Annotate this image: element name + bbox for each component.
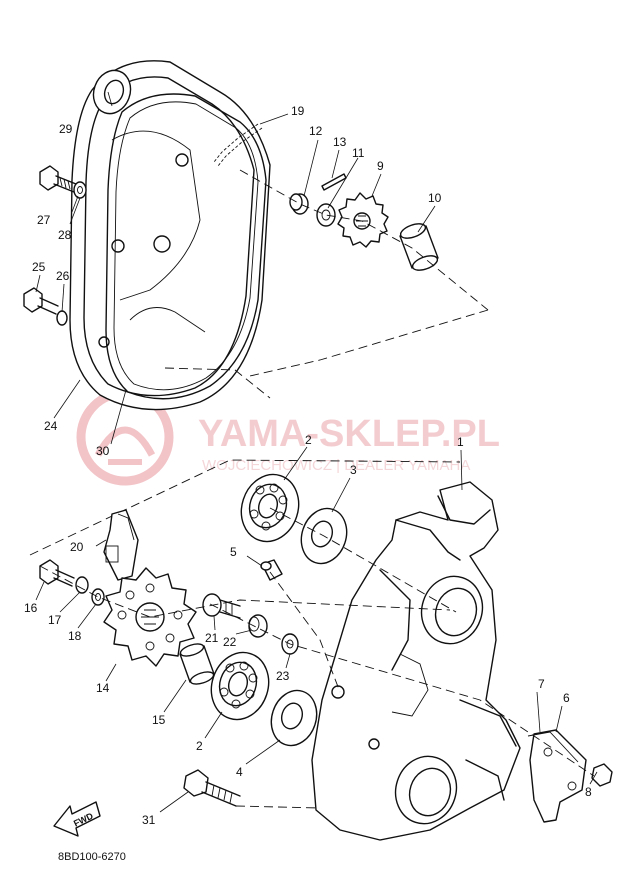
spacer-15 bbox=[179, 643, 215, 685]
bolt-16 bbox=[39, 559, 75, 587]
bolt-27 bbox=[39, 165, 77, 193]
watermark: YAMA-SKLEP.PL WOJCIECHOWICZ | DEALER YAM… bbox=[76, 388, 500, 486]
oil-seal-4 bbox=[270, 689, 318, 747]
bolt-25 bbox=[23, 287, 59, 315]
chain-case-1 bbox=[311, 481, 521, 841]
watermark-title: YAMA-SKLEP.PL bbox=[198, 413, 500, 455]
gasket-7 bbox=[527, 731, 579, 763]
callout-2-lower: 2 bbox=[196, 739, 203, 753]
cotter-pin-13 bbox=[321, 173, 347, 191]
centerline-lower-4 bbox=[235, 805, 321, 809]
callout-2-upper: 2 bbox=[305, 433, 312, 447]
callout-labels: 1 2 2 3 4 5 6 7 8 9 10 11 12 13 14 15 16… bbox=[24, 104, 592, 827]
washer-11 bbox=[316, 203, 336, 227]
callout-10: 10 bbox=[428, 191, 442, 205]
bolt-5 bbox=[260, 559, 283, 581]
chain-guide-20 bbox=[103, 509, 139, 581]
centerline-upper-1 bbox=[239, 169, 489, 311]
fwd-arrow-icon: FWD bbox=[53, 801, 101, 837]
watermark-subtitle: WOJCIECHOWICZ | DEALER YAMAHA bbox=[202, 457, 470, 474]
washer-17 bbox=[75, 576, 89, 594]
bearing-2-lower bbox=[210, 651, 270, 721]
callout-27: 27 bbox=[37, 213, 51, 227]
bolt-31 bbox=[183, 769, 241, 807]
callout-24: 24 bbox=[44, 419, 58, 433]
callout-9: 9 bbox=[377, 159, 384, 173]
callout-31: 31 bbox=[142, 813, 156, 827]
callout-21: 21 bbox=[205, 631, 219, 645]
callout-4: 4 bbox=[236, 765, 243, 779]
callout-11: 11 bbox=[352, 146, 365, 160]
chain-case-cover bbox=[69, 60, 271, 411]
driven-sprocket-14 bbox=[103, 567, 197, 667]
oil-seal bbox=[92, 69, 132, 115]
drive-sprocket-9 bbox=[337, 192, 389, 248]
diagram-code: 8BD100-6270 bbox=[58, 851, 126, 863]
callout-13: 13 bbox=[333, 135, 347, 149]
washer-18 bbox=[91, 588, 105, 606]
drive-chain bbox=[213, 123, 263, 167]
callout-7: 7 bbox=[538, 677, 545, 691]
callout-29: 29 bbox=[59, 122, 73, 136]
callout-30: 30 bbox=[96, 444, 110, 458]
cover-plate-6 bbox=[529, 729, 587, 823]
callout-8: 8 bbox=[585, 785, 592, 799]
callout-3: 3 bbox=[350, 463, 357, 477]
washer-28 bbox=[73, 181, 87, 199]
callout-15: 15 bbox=[152, 713, 166, 727]
centerline-upper-2 bbox=[249, 309, 489, 377]
assembly-boundary bbox=[29, 459, 461, 556]
callout-16: 16 bbox=[24, 601, 38, 615]
centerline-upper-3 bbox=[164, 367, 271, 399]
callout-23: 23 bbox=[276, 669, 290, 683]
centerline-lower-3 bbox=[269, 507, 457, 613]
callout-5: 5 bbox=[230, 545, 237, 559]
centerline-lower-5 bbox=[269, 571, 341, 693]
callout-28: 28 bbox=[58, 228, 72, 242]
centerline-lower-2 bbox=[209, 603, 595, 777]
callout-12: 12 bbox=[309, 124, 323, 138]
cover-gasket bbox=[105, 93, 267, 400]
leader-lines bbox=[35, 91, 598, 813]
callout-26: 26 bbox=[56, 269, 70, 283]
callout-17: 17 bbox=[48, 613, 62, 627]
callout-18: 18 bbox=[68, 629, 82, 643]
washer-26 bbox=[56, 310, 68, 326]
bolt-8 bbox=[591, 763, 613, 787]
callout-25: 25 bbox=[32, 260, 46, 274]
callout-1: 1 bbox=[457, 435, 464, 449]
callout-22: 22 bbox=[223, 635, 237, 649]
centerline-lower-1 bbox=[39, 565, 451, 618]
collar-12 bbox=[289, 193, 309, 215]
callout-14: 14 bbox=[96, 681, 110, 695]
callout-6: 6 bbox=[563, 691, 570, 705]
bolt-21 bbox=[202, 593, 241, 619]
callout-20: 20 bbox=[70, 540, 84, 554]
collar-22 bbox=[248, 614, 268, 638]
callout-19: 19 bbox=[291, 104, 305, 118]
